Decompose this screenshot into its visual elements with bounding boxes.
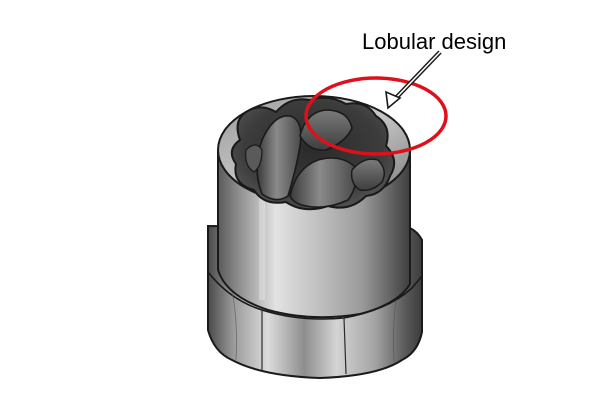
internal-lobes — [245, 109, 385, 208]
highlight-ring — [304, 76, 448, 156]
callout-arrow — [385, 50, 442, 110]
callout-label: Lobular design — [362, 29, 507, 54]
